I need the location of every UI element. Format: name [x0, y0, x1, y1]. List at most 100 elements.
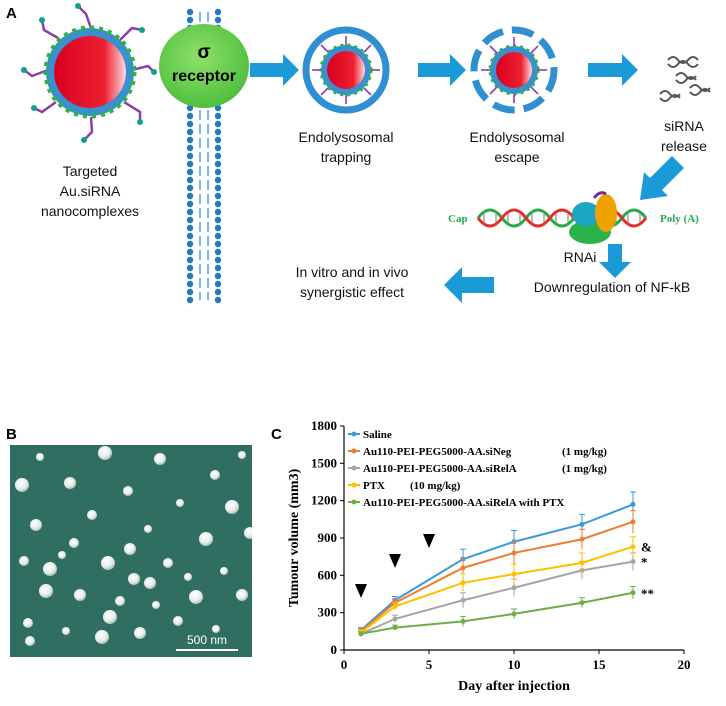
y-tick-label: 600	[318, 567, 338, 582]
y-tick-label: 300	[318, 605, 338, 620]
legend-entry: Au110-PEI-PEG5000-AA.siNeg (1 mg/kg)	[348, 446, 607, 458]
series-group	[358, 510, 636, 634]
series-group	[358, 491, 636, 633]
nanoparticle	[236, 589, 248, 601]
data-point	[392, 603, 398, 609]
panel-label-b: B	[6, 426, 17, 443]
nanoparticle	[163, 558, 173, 568]
release-label-line2: release	[661, 138, 707, 154]
nanocomplex-icon	[21, 3, 157, 143]
series-group: &	[358, 536, 652, 636]
trapping-label-line1: Endolysosomal	[299, 129, 394, 145]
nanocomplex-label-line1: Targeted	[63, 163, 117, 179]
data-point	[579, 521, 585, 527]
nanoparticle	[64, 477, 76, 489]
nanoparticle	[74, 589, 86, 601]
legend-marker	[351, 465, 357, 471]
data-point	[630, 559, 636, 565]
legend-marker	[351, 482, 357, 488]
arrow-to-trapping-icon	[250, 54, 299, 86]
nanoparticle	[225, 500, 239, 514]
downregulation-label: Downregulation of NF-kB	[534, 279, 690, 295]
nanoparticle	[58, 551, 66, 559]
nanoparticle	[124, 543, 136, 555]
legend-label: Au110-PEI-PEG5000-AA.siNeg	[363, 446, 512, 458]
legend-dose: (1 mg/kg)	[562, 446, 607, 458]
release-label-line1: siRNA	[664, 118, 704, 134]
nanoparticle	[199, 532, 213, 546]
data-point	[630, 590, 636, 596]
panel-label-c: C	[271, 426, 282, 443]
nanoparticle	[101, 556, 115, 570]
legend-entry: Au110-PEI-PEG5000-AA.siRelA with PTX	[348, 497, 564, 509]
nanoparticle	[43, 562, 57, 576]
nanoparticle	[173, 616, 183, 626]
nanoparticle	[189, 590, 203, 604]
series-line	[360, 503, 634, 631]
polya-label: Poly (A)	[660, 213, 699, 225]
arrow-to-mrna-icon	[640, 156, 684, 200]
nanocomplex-label-line2: Au.siRNA	[60, 183, 121, 199]
nanoparticle	[238, 451, 246, 459]
y-tick-label: 1800	[311, 418, 337, 433]
nanoparticle	[62, 627, 70, 635]
x-tick-label: 0	[341, 657, 348, 672]
y-axis-label: Tumour volume (mm3)	[287, 468, 302, 607]
significance-mark: **	[641, 586, 654, 601]
sirna-fragments-icon	[659, 56, 711, 102]
data-point	[392, 616, 398, 622]
nanoparticle	[95, 630, 109, 644]
nanoparticle	[30, 519, 42, 531]
nanocomplex-label-line3: nanocomplexes	[41, 203, 139, 219]
data-point	[511, 550, 517, 556]
nanoparticle	[176, 499, 184, 507]
significance-mark: &	[641, 540, 652, 555]
nanoparticle	[134, 627, 146, 639]
data-point	[460, 580, 466, 586]
arrow-to-escape-icon	[418, 54, 466, 86]
data-point	[579, 536, 585, 542]
y-tick-label: 1200	[311, 493, 337, 508]
trapping-label-line2: trapping	[321, 149, 372, 165]
legend-label: Au110-PEI-PEG5000-AA.siRelA with PTX	[363, 497, 564, 509]
nanoparticle	[123, 486, 133, 496]
legend-entry: PTX(10 mg/kg)	[348, 480, 461, 492]
nanoparticle	[25, 636, 35, 646]
injection-marker-icon	[355, 584, 367, 598]
nanoparticle	[19, 556, 29, 566]
x-tick-label: 5	[426, 657, 433, 672]
rnai-label: RNAi	[564, 249, 597, 265]
series-group: **	[358, 586, 654, 637]
data-point	[579, 600, 585, 606]
data-point	[511, 611, 517, 617]
series-line	[360, 560, 634, 635]
data-point	[358, 631, 364, 637]
series-line	[360, 591, 634, 635]
nanoparticle	[152, 601, 160, 609]
data-point	[579, 560, 585, 566]
receptor-label: receptor	[172, 68, 236, 85]
legend-label: Au110-PEI-PEG5000-AA.siRelA	[363, 463, 517, 475]
data-point	[460, 618, 466, 624]
series-group: *	[358, 552, 648, 637]
mrna-strand-icon	[476, 208, 648, 228]
endosome-trapping-icon	[302, 26, 390, 114]
legend-entry: Saline	[348, 429, 392, 441]
series-line	[360, 520, 634, 633]
legend-dose: (10 mg/kg)	[410, 480, 461, 492]
injection-marker-icon	[389, 554, 401, 568]
nanoparticle	[154, 453, 166, 465]
electron-micrograph: 500 nm	[10, 445, 252, 657]
nanoparticle	[98, 446, 112, 460]
data-point	[460, 565, 466, 571]
nanoparticle	[87, 510, 97, 520]
nanoparticle	[144, 577, 156, 589]
y-tick-label: 900	[318, 530, 338, 545]
legend-label: Saline	[363, 429, 392, 441]
nanoparticle	[128, 573, 140, 585]
nanoparticle	[144, 525, 152, 533]
legend-marker	[351, 448, 357, 454]
nanoparticle	[103, 610, 117, 624]
endosome-escape-icon	[470, 26, 558, 114]
